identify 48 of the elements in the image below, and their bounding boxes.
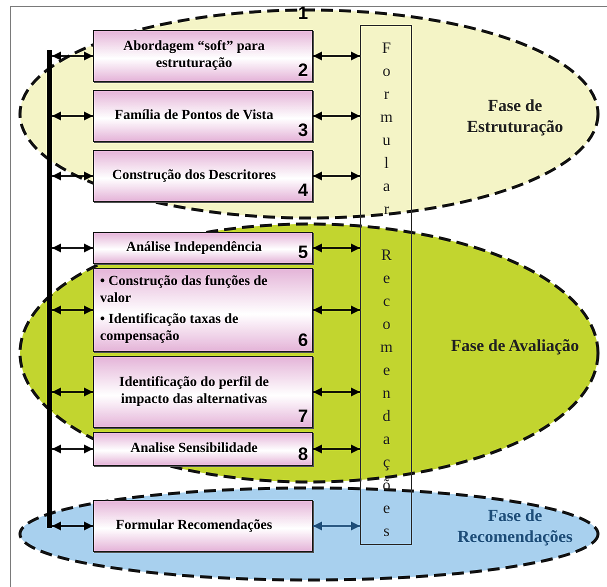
step-box [93, 232, 313, 264]
double-arrow [52, 388, 93, 396]
step-label: Analise Sensibilidade [130, 440, 258, 458]
step-number: 2 [298, 61, 308, 79]
bullet-item: • Construção das funções de valor [100, 274, 268, 308]
step-number: 4 [298, 181, 308, 199]
vertical-label: Formular Recomendações [378, 40, 394, 546]
bullet-item: • Identificação taxas de compensação [100, 312, 240, 346]
step-box [93, 30, 313, 82]
step-label: Identificação do perfil de impacto das alternativas [118, 375, 270, 409]
step-label: Construção dos Descritores [112, 168, 276, 184]
step-number: 6 [298, 331, 308, 349]
double-arrow [313, 306, 360, 314]
double-arrow [313, 522, 360, 530]
step-number: 8 [298, 445, 308, 463]
step-label: Abordagem “soft” para estruturação [122, 39, 266, 73]
step-box [93, 150, 313, 202]
double-arrow [313, 172, 360, 180]
step-label: Formular Recomendações [116, 518, 272, 534]
double-arrow [52, 444, 93, 454]
step-label: Família de Pontos de Vista [114, 108, 274, 124]
step-number: 1 [298, 4, 308, 22]
phase-ellipse [18, 8, 600, 220]
phase-label: Fase de Recomendações [456, 505, 574, 548]
step-number: 3 [298, 121, 308, 139]
step-number: 5 [298, 243, 308, 261]
step-label: Análise Independência [126, 240, 262, 256]
step-box [93, 432, 313, 466]
double-arrow [52, 306, 93, 314]
double-arrow [313, 388, 360, 396]
double-arrow [52, 172, 93, 180]
step-box [93, 356, 313, 428]
double-arrow [52, 244, 93, 252]
double-arrow [313, 444, 360, 454]
double-arrow [52, 52, 93, 60]
double-arrow [52, 112, 93, 120]
phase-label: Fase de Avaliação [450, 335, 580, 356]
double-arrow [313, 112, 360, 120]
step-box [93, 500, 313, 552]
double-arrow [313, 244, 360, 252]
step-box [93, 268, 313, 352]
vertical-bar [47, 50, 52, 528]
step-number: 7 [298, 407, 308, 425]
phase-label: Fase de Estruturação [466, 95, 564, 138]
step-box [93, 90, 313, 142]
double-arrow [52, 522, 93, 530]
vertical-box [360, 25, 412, 545]
double-arrow [313, 52, 360, 60]
